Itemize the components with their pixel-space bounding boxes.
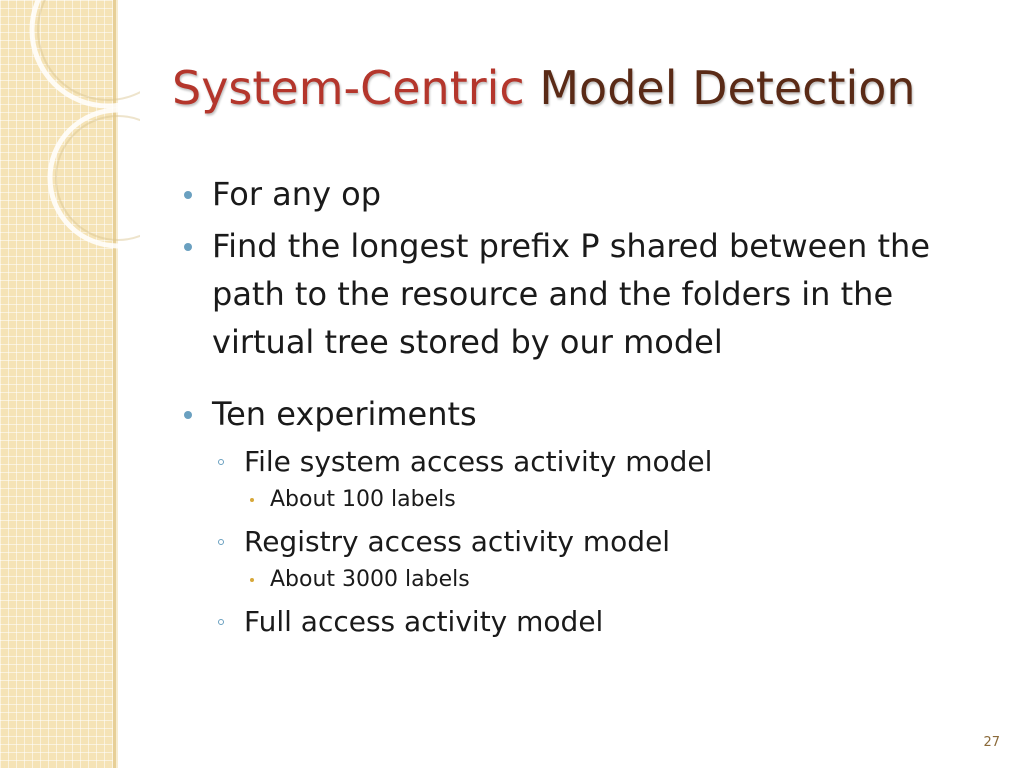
decorative-circle-lower (47, 107, 140, 249)
bullet-item: For any op (184, 170, 984, 218)
bullet-dot-icon (184, 243, 192, 251)
sub-bullet-text: Registry access activity model (244, 525, 671, 558)
sub-bullet-item: Full access activity model (184, 602, 984, 642)
bullet-dot-icon (184, 411, 192, 419)
side-panel-border (113, 0, 116, 768)
slide-bullet-list: For any op Find the longest prefix P sha… (184, 170, 984, 642)
bullet-text: Ten experiments (212, 395, 477, 433)
slide-title: System-Centric Model Detection (172, 62, 916, 115)
side-panel-border-highlight (116, 0, 118, 768)
sub-bullet-text: Full access activity model (244, 605, 604, 638)
slide-title-accent: System-Centric (172, 61, 525, 115)
decorative-circle-upper-inner (37, 0, 140, 101)
hollow-circle-bullet-icon (218, 539, 224, 545)
sub-sub-bullet-text: About 3000 labels (270, 567, 470, 592)
sub-sub-bullet-item: About 100 labels (184, 482, 984, 518)
page-number: 27 (983, 735, 1000, 750)
small-dot-bullet-icon (250, 578, 254, 582)
decorative-circles (29, 0, 140, 249)
bullet-item: Ten experiments (184, 390, 984, 438)
sub-bullet-text: File system access activity model (244, 445, 713, 478)
small-dot-bullet-icon (250, 498, 254, 502)
bullet-item: Find the longest prefix P shared between… (184, 222, 984, 366)
sub-bullet-item: File system access activity model (184, 442, 984, 482)
sub-sub-bullet-item: About 3000 labels (184, 562, 984, 598)
decorative-side-panel (0, 0, 113, 768)
decorative-circle-upper (29, 0, 140, 109)
hollow-circle-bullet-icon (218, 459, 224, 465)
bullet-text: Find the longest prefix P shared between… (212, 227, 930, 361)
sub-bullet-item: Registry access activity model (184, 522, 984, 562)
hollow-circle-bullet-icon (218, 619, 224, 625)
bullet-dot-icon (184, 191, 192, 199)
decorative-circle-lower-inner (55, 115, 140, 241)
slide-title-rest: Model Detection (539, 61, 916, 115)
bullet-text: For any op (212, 175, 382, 213)
sub-sub-bullet-text: About 100 labels (270, 487, 456, 512)
